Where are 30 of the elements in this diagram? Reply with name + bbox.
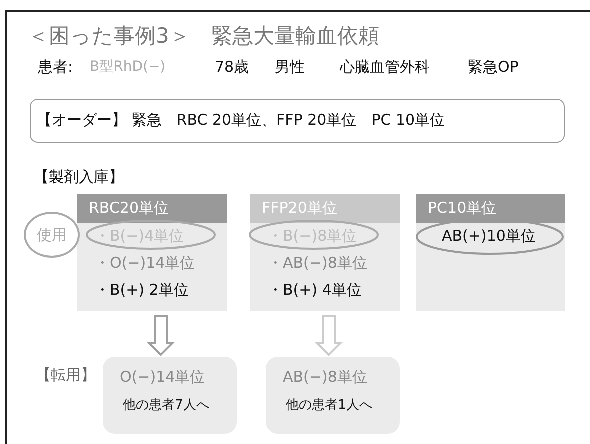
block-arrow — [146, 315, 176, 356]
note-text: 他の患者7人へ — [123, 397, 210, 414]
unit-text: AB(−)8単位 — [283, 368, 368, 387]
transfer-box — [103, 357, 237, 434]
unit-item: ・B(+) 2単位 — [95, 281, 189, 300]
unit-text: O(−)14単位 — [120, 368, 206, 387]
section-label: 【製剤入庫】 — [34, 168, 124, 187]
label: 患者: — [38, 58, 74, 77]
label: 心臓血管外科 — [340, 58, 430, 77]
label: 男性 — [275, 58, 305, 77]
product-panel — [416, 194, 565, 311]
unit-item: AB(+)10単位 — [442, 227, 536, 246]
unit-item: ・AB(−)8単位 — [268, 254, 368, 273]
order-text: 【オーダー】 緊急 RBC 20単位、FFP 20単位 PC 10単位 — [37, 111, 446, 130]
label: 緊急OP — [468, 58, 519, 77]
unit-item: ・O(−)14単位 — [95, 254, 196, 273]
product-panel — [77, 194, 227, 311]
title: ＜困った事例3＞ 緊急大量輸血依頼 — [28, 23, 380, 50]
transfer-box — [266, 357, 400, 434]
product-panel — [250, 194, 400, 311]
usage-circle: 使用 — [24, 212, 80, 258]
note-text: 他の患者1人へ — [286, 397, 372, 414]
unit-item: ・B(+) 4単位 — [268, 281, 362, 300]
order-box — [30, 99, 565, 143]
panel-header: RBC20単位 — [77, 194, 227, 223]
label: 78歳 — [215, 58, 250, 77]
section-label: 【転用】 — [36, 366, 96, 385]
blood-type-label: B型RhD(−) — [90, 58, 166, 76]
panel-header: PC10単位 — [416, 194, 565, 223]
block-arrow — [314, 315, 344, 356]
